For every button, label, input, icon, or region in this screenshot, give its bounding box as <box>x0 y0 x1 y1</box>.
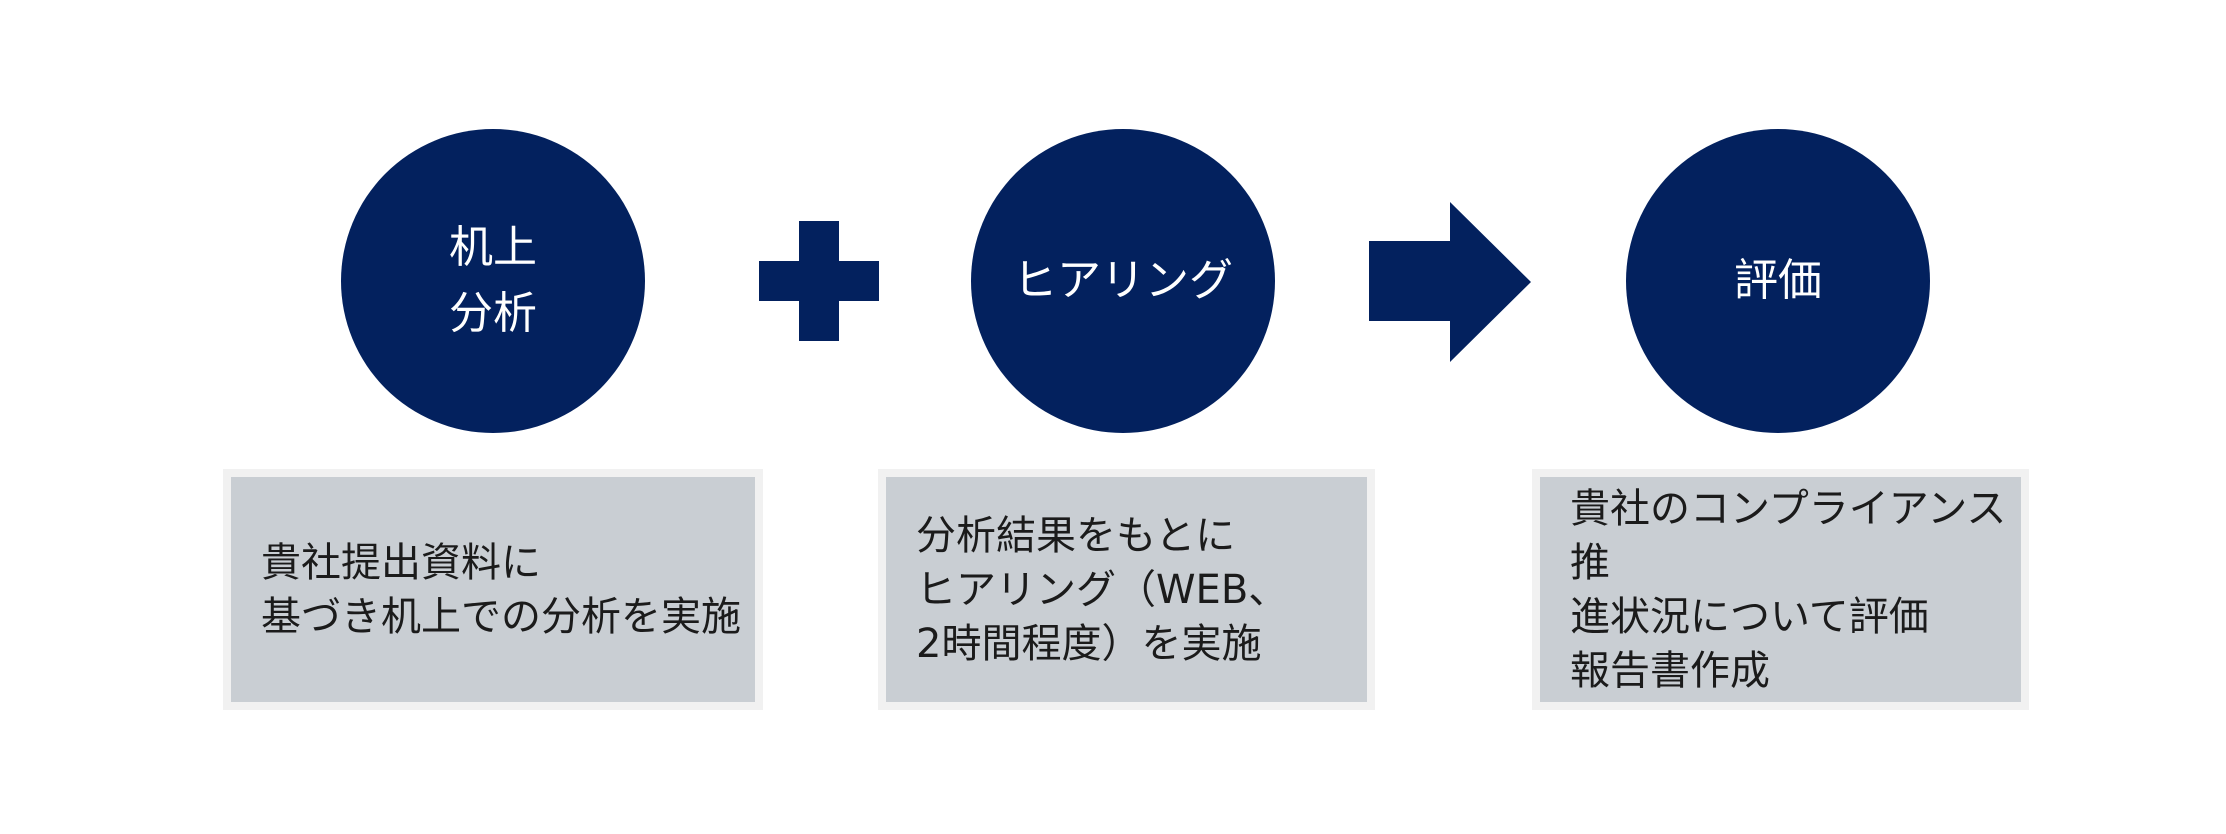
step-description: 分析結果をもとに ヒアリング（WEB、 2時間程度）を実施 <box>916 512 1289 667</box>
step-description: 貴社のコンプライアンス推 進状況について評価 報告書作成 <box>1570 485 2007 694</box>
step-description-box: 貴社提出資料に 基づき机上での分析を実施 <box>223 469 763 710</box>
step-circle-evaluation: 評価 <box>1626 129 1930 433</box>
step-title: 評価 <box>1734 255 1822 306</box>
step-title: ヒアリング <box>1013 255 1233 306</box>
step-description-box: 貴社のコンプライアンス推 進状況について評価 報告書作成 <box>1532 469 2029 710</box>
step-title: 机上 分析 <box>449 222 537 339</box>
step-circle-hearing: ヒアリング <box>971 129 1275 433</box>
step-description: 貴社提出資料に 基づき机上での分析を実施 <box>261 539 741 640</box>
step-circle-desk-analysis: 机上 分析 <box>341 129 645 433</box>
step-description-box: 分析結果をもとに ヒアリング（WEB、 2時間程度）を実施 <box>878 469 1375 710</box>
arrow-right-icon <box>1369 202 1531 362</box>
